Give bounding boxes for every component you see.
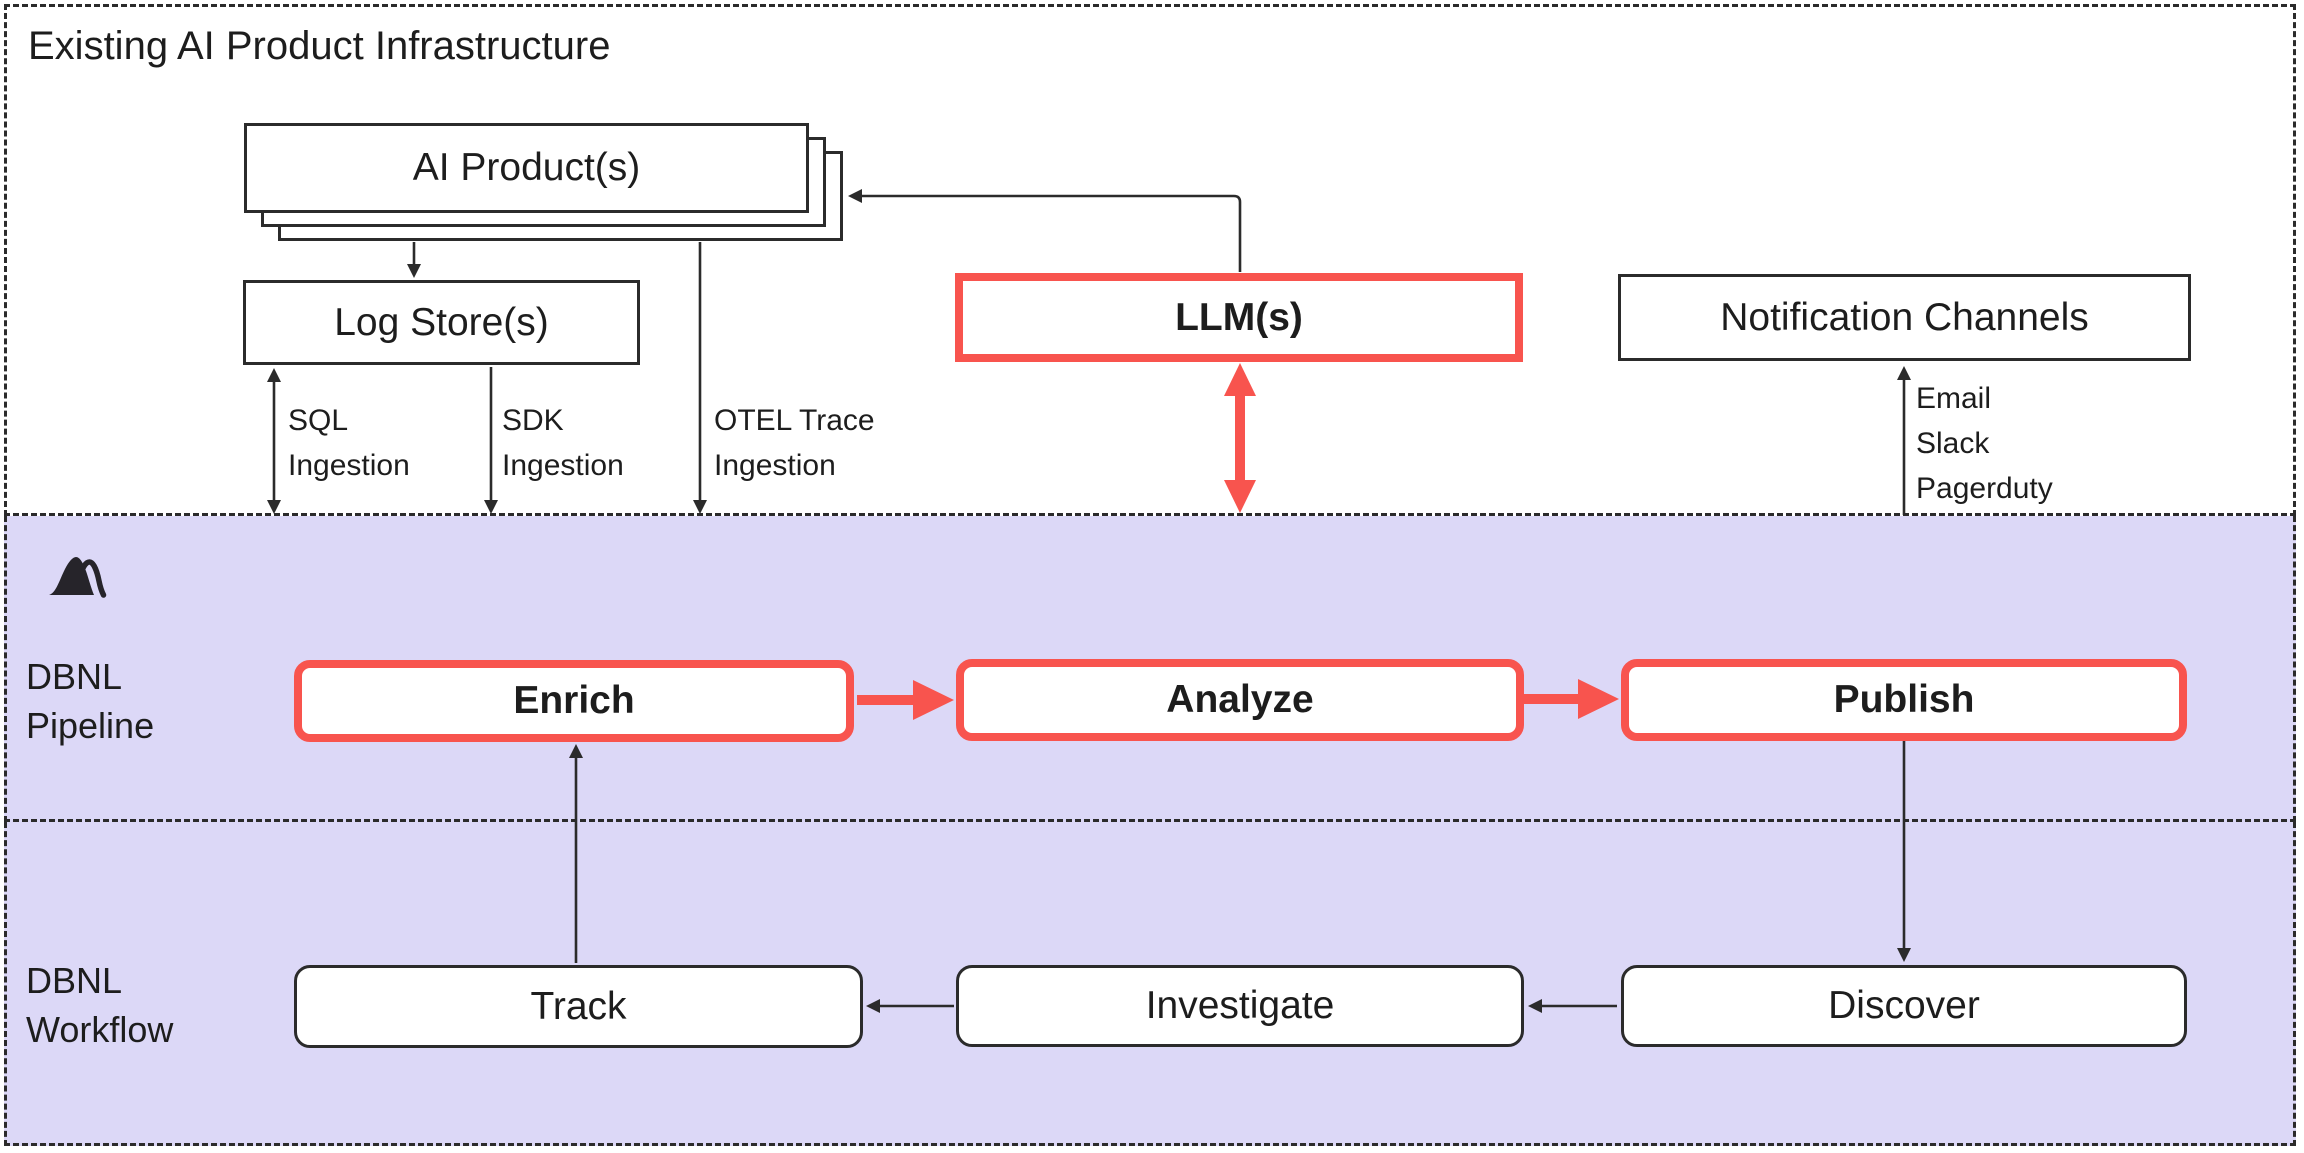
label-sdk-ingestion-line1: SDK	[502, 404, 564, 437]
node-enrich-label: Enrich	[513, 679, 635, 722]
node-analyze-label: Analyze	[1166, 678, 1314, 721]
label-notification-pagerduty: Pagerduty	[1916, 472, 2053, 505]
node-publish: Publish	[1621, 659, 2187, 741]
label-dbnl-workflow: DBNL Workflow	[26, 956, 173, 1054]
node-log-stores: Log Store(s)	[243, 280, 640, 365]
label-dbnl-pipeline: DBNL Pipeline	[26, 652, 154, 750]
label-sql-ingestion-line1: SQL	[288, 404, 349, 437]
label-notification-methods: Email Slack Pagerduty	[1916, 376, 2053, 511]
node-investigate: Investigate	[956, 965, 1524, 1047]
node-ai-products-label: AI Product(s)	[412, 146, 641, 189]
node-llms-label: LLM(s)	[1175, 295, 1303, 339]
node-enrich: Enrich	[294, 660, 854, 742]
mountain-icon	[49, 557, 107, 598]
label-otel-ingestion-line1: OTEL Trace	[714, 404, 875, 437]
label-sql-ingestion-line2: Ingestion	[288, 449, 410, 482]
section-title-existing-ai-infrastructure: Existing AI Product Infrastructure	[28, 24, 611, 68]
node-notification-channels: Notification Channels	[1618, 274, 2191, 361]
label-otel-ingestion: OTEL Trace Ingestion	[714, 398, 875, 488]
node-discover: Discover	[1621, 965, 2187, 1047]
node-publish-label: Publish	[1833, 678, 1975, 721]
label-notification-email: Email	[1916, 382, 1992, 415]
node-ai-products: AI Product(s)	[244, 123, 809, 213]
node-notification-channels-label: Notification Channels	[1720, 295, 2089, 339]
label-otel-ingestion-line2: Ingestion	[714, 449, 836, 482]
node-analyze: Analyze	[956, 659, 1524, 741]
label-sdk-ingestion-line2: Ingestion	[502, 449, 624, 482]
label-dbnl-pipeline-line2: Pipeline	[26, 705, 155, 746]
label-dbnl-workflow-line1: DBNL	[26, 960, 123, 1001]
label-dbnl-workflow-line2: Workflow	[26, 1009, 174, 1050]
node-log-stores-label: Log Store(s)	[334, 300, 549, 344]
label-sdk-ingestion: SDK Ingestion	[502, 398, 624, 488]
node-llms: LLM(s)	[955, 273, 1523, 362]
label-dbnl-pipeline-line1: DBNL	[26, 656, 123, 697]
node-discover-label: Discover	[1828, 984, 1980, 1027]
node-investigate-label: Investigate	[1145, 984, 1335, 1027]
label-sql-ingestion: SQL Ingestion	[288, 398, 410, 488]
label-notification-slack: Slack	[1916, 427, 1990, 460]
node-track: Track	[294, 965, 863, 1048]
node-track-label: Track	[530, 984, 627, 1028]
